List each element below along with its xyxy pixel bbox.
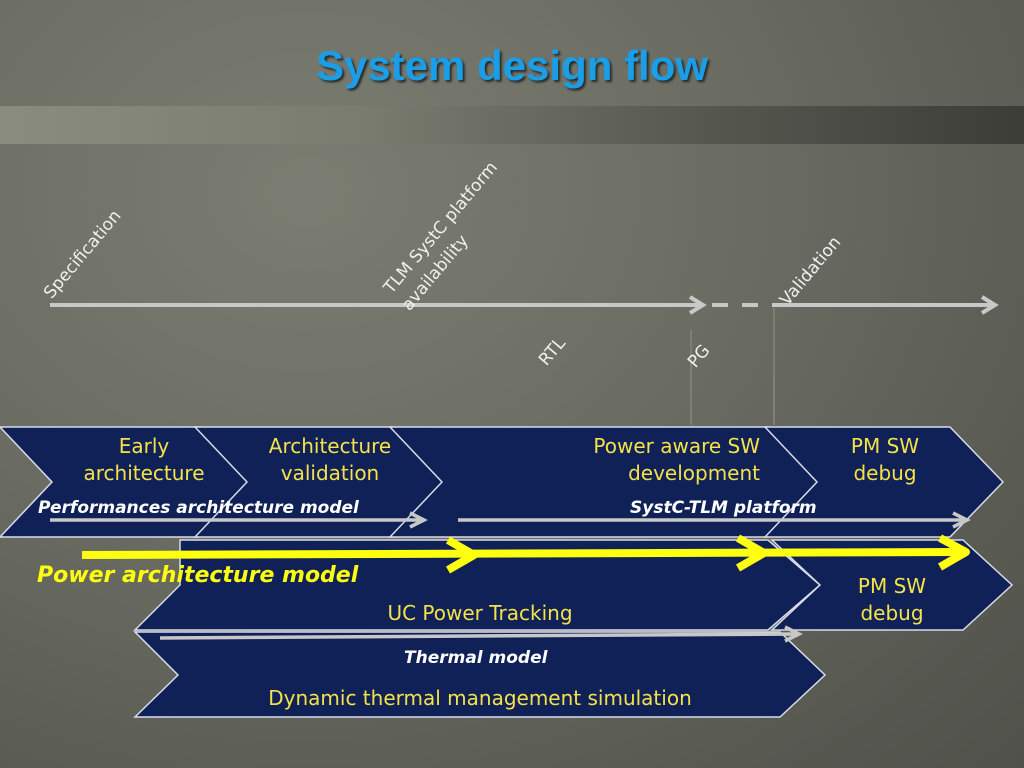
stage-line: Architecture [268, 434, 392, 458]
stage-line: validation [280, 461, 380, 485]
stage-uc-power-tracking: UC Power Tracking [387, 601, 573, 625]
thermal-model-label: Thermal model [404, 648, 548, 668]
stage-power-aware-sw: Power aware SW development [540, 433, 760, 487]
page-title: System design flow [315, 42, 709, 89]
chevron-pm-sw-debug [763, 426, 1005, 538]
perf-model-label: Performances architecture model [38, 498, 359, 518]
perf-model-arrowhead [409, 511, 428, 529]
model-arrows [50, 511, 971, 643]
row1-chevrons [0, 426, 1005, 538]
power-arrowhead-2 [736, 534, 768, 572]
power-model-arrow [81, 534, 970, 574]
power-arrowhead-1 [446, 536, 478, 574]
systc-arrowhead [952, 511, 971, 529]
stage-line: debug [853, 461, 917, 485]
stage-line: PM SW [850, 434, 920, 458]
timeline-arrowhead-2 [980, 295, 999, 315]
power-arrowhead-3 [938, 534, 970, 571]
chevron-uc-power-tracking [133, 539, 822, 631]
stage-line: architecture [83, 461, 205, 485]
power-model-label: Power architecture model [37, 563, 359, 588]
stage-early-architecture: Early architecture [64, 433, 224, 487]
timeline-arrowhead [688, 295, 707, 315]
timeline [50, 295, 999, 425]
stage-line: development [628, 461, 760, 485]
stage-pm-sw-debug: PM SW debug [825, 433, 945, 487]
stage-line: Early [118, 434, 170, 458]
chevron-thermal-simulation [133, 631, 827, 718]
thermal-model-arrowhead [784, 625, 803, 643]
header-band [0, 106, 1024, 144]
stage-line: PM SW [857, 574, 927, 598]
systc-platform-label: SystC-TLM platform [630, 498, 817, 518]
stage-line: Power aware SW [593, 434, 760, 458]
stage-thermal-simulation: Dynamic thermal management simulation [268, 686, 692, 710]
stage-line: debug [860, 601, 924, 625]
stage-architecture-validation: Architecture validation [250, 433, 410, 487]
stage-pm-sw-debug-2: PM SW debug [832, 573, 952, 627]
thermal-model-arrow [159, 632, 796, 640]
